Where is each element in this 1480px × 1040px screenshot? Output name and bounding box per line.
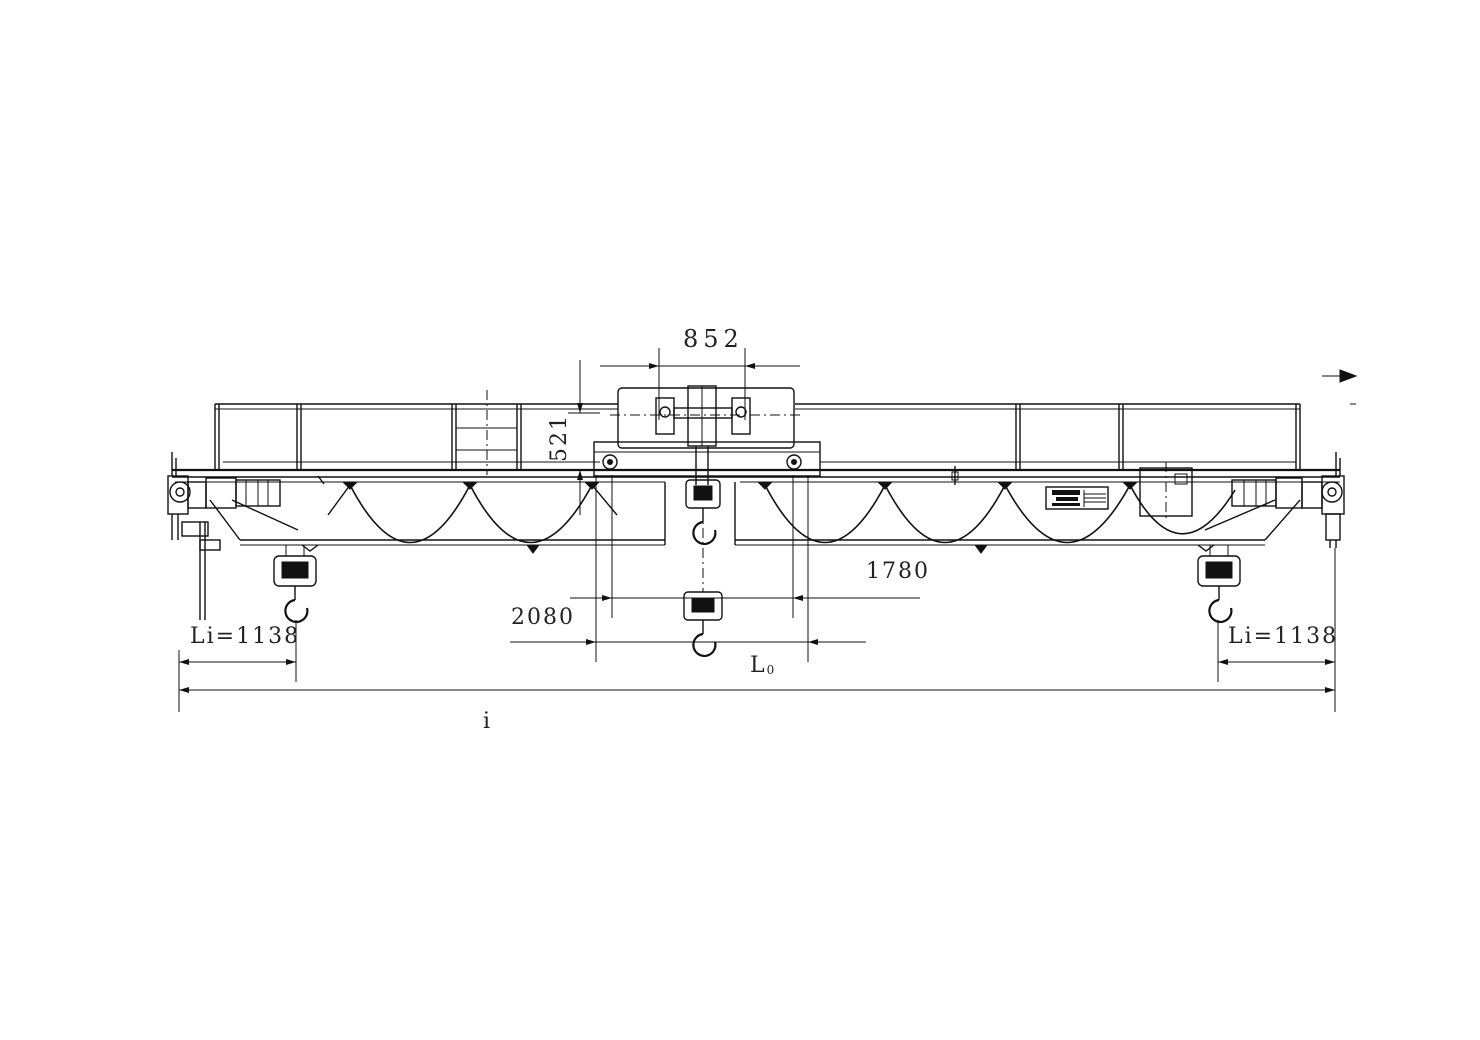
dim-li-left [178,620,297,712]
left-end-carriage [167,452,281,620]
festoon-cable [317,466,1236,544]
dim-1780-label: 1780 [866,559,930,584]
dim-2080 [570,475,700,662]
dim-852-label: 852 [683,325,744,353]
dim-2080-label: 2080 [511,605,575,630]
dim-521-label: 521 [547,414,572,462]
walkway-railing [214,390,1301,475]
left-hook [273,545,317,623]
dim-l0-main: L [750,653,767,678]
right-hook [1197,545,1241,623]
dim-li-left-label: Li=1138 [190,624,300,649]
nameplate [1045,486,1109,510]
dim-1780 [706,475,920,662]
dim-li-right [1217,548,1336,712]
dim-span-label: i [483,709,492,734]
right-end-carriage [1231,452,1345,548]
dim-li-right-label: Li=1138 [1228,624,1338,649]
dim-521 [568,360,600,515]
electrical-cabinet [1139,462,1193,520]
center-hook-lowered [683,508,723,657]
edge-arrow [1322,369,1358,405]
dim-l0-label: L0 [750,653,776,678]
dim-l0-sub: 0 [767,663,777,677]
bridge-girder [172,468,1340,554]
dim-852 [600,348,800,420]
trolley [593,385,821,477]
